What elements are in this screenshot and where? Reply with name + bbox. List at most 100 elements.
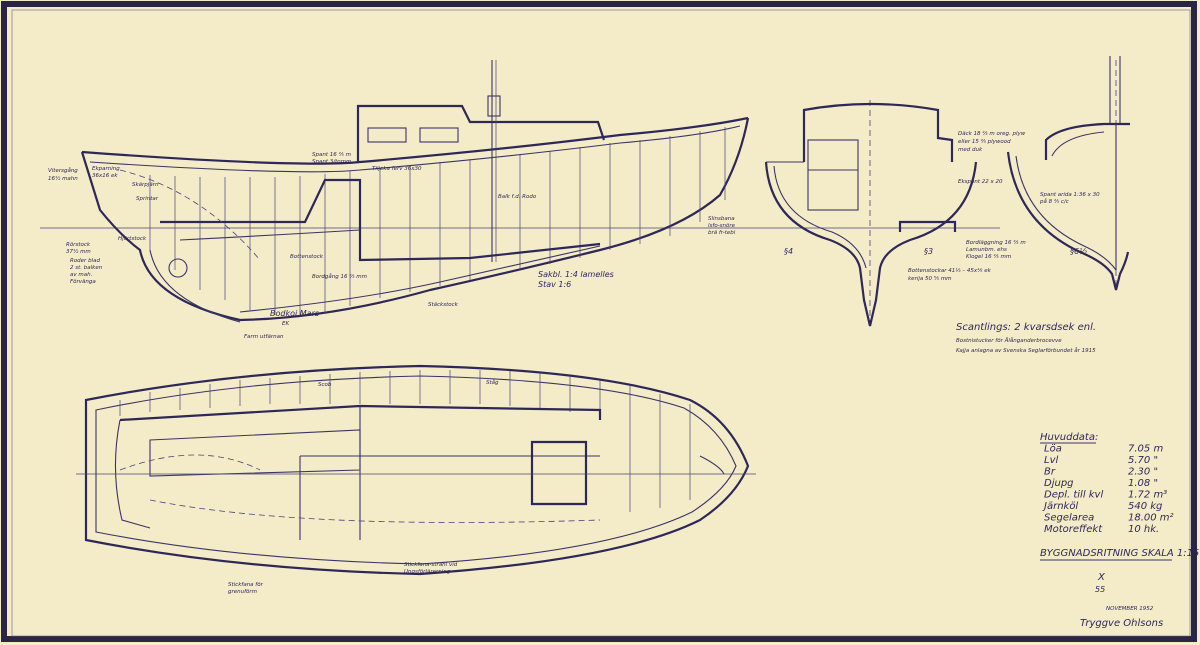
label-ek: EK	[282, 321, 289, 327]
note-dack: Däck 18 ²⁄₅ m oreg. plyw	[958, 130, 1026, 137]
label-tiljeka: Tiljeka ferv 36x30	[372, 166, 422, 172]
label-ekparning: Ekparning	[92, 166, 120, 172]
svg-text:av mah.: av mah.	[70, 272, 93, 278]
plan-cockpit	[119, 404, 602, 422]
profile-hull	[80, 117, 750, 322]
svg-text:med duk: med duk	[958, 147, 983, 153]
scantlings-line-1: Scantlings: 2 kvarsdsek enl.	[956, 322, 1096, 333]
profile-labels: Vitersgång 16½ mahn Ekparning 36x16 ek S…	[48, 151, 736, 340]
plan-labels: Stickfana för grenuförm Stickfana-strahl…	[228, 379, 499, 595]
svg-text:brä fr-tebi: brä fr-tebi	[708, 230, 736, 236]
svg-text:Förvänga: Förvänga	[70, 279, 96, 285]
main-data-label: Segelarea	[1044, 513, 1094, 524]
note-bottenstock-r: Bottenstockar 41⅓ – 45x⁴⁄₅ ek	[908, 267, 992, 274]
main-data-value: 1.72 m³	[1128, 490, 1167, 501]
label-skarpjarn: Skärpjärn	[132, 182, 159, 188]
profile-rudder	[149, 249, 241, 323]
section-4-hull	[764, 161, 978, 327]
profile-cabin-window-1	[367, 127, 407, 143]
svg-text:grenuförm: grenuförm	[228, 589, 257, 595]
section-3-floor	[898, 220, 957, 232]
main-data-value: 7.05 m	[1128, 444, 1163, 455]
title-block: BYGGNADSRITNING SKALA 1:15 X 55 NOVEMBER…	[1040, 548, 1199, 629]
svg-text:eller 15 ²⁄₅ plywood: eller 15 ²⁄₅ plywood	[958, 138, 1011, 145]
label-sakbl: Sakbl. 1:4 lamelles	[538, 270, 614, 279]
main-data-label: Motoreffekt	[1044, 524, 1103, 535]
note-bordlaggning: Bordläggning 16 ²⁄₅ m	[966, 239, 1026, 246]
svg-text:37½ mm: 37½ mm	[66, 248, 91, 255]
label-bodkoj: Bodkoj Mars	[270, 309, 319, 318]
label-farm: Farm utfärnan	[244, 334, 284, 340]
label-bultar: Balk f.d. Rodo	[498, 194, 537, 200]
svg-text:16½ mahn: 16½ mahn	[48, 175, 78, 182]
svg-text:lsfo-snöre: lsfo-snöre	[708, 223, 736, 229]
section-6-hull	[1006, 151, 1130, 291]
section-6-deckhouse	[1044, 122, 1130, 160]
profile-keel	[239, 245, 601, 313]
main-data-heading: Huvuddata:	[1040, 432, 1098, 443]
svg-text:2 st. balken: 2 st. balken	[70, 265, 103, 271]
plan-hull-outline	[84, 364, 750, 576]
section-3-label: §3	[924, 247, 933, 256]
plan-frames	[119, 370, 691, 512]
main-data-label: Järnköl	[1042, 501, 1078, 512]
note-ekspont: Ekspont 22 x 20	[958, 179, 1003, 185]
label-hjartstock: Hjärtstock	[118, 236, 147, 242]
drawing-mark: X	[1097, 572, 1106, 583]
main-data-label: Djupg	[1044, 478, 1074, 489]
label-sprintar: Sprintar	[136, 196, 159, 202]
profile-deck-inner	[89, 125, 741, 173]
label-vitersgang: Vitersgång	[48, 167, 78, 174]
svg-text:Spant 3/tomm: Spant 3/tomm	[312, 159, 351, 165]
sheet-inner-frame	[11, 9, 1191, 637]
label-stackstock: Stäckstock	[428, 302, 459, 308]
profile-propeller	[168, 258, 188, 278]
note-spant-r: Spant arida 1:36 x 30	[1040, 192, 1100, 198]
plan-label-b: Stickfana-strahl vid	[404, 562, 458, 568]
section-4-cabin	[802, 102, 954, 162]
drawing-number: 55	[1095, 585, 1105, 594]
svg-text:36x16 ek: 36x16 ek	[92, 173, 118, 179]
main-data-value: 2.30 "	[1128, 467, 1158, 478]
section-3-view: §3	[898, 220, 957, 256]
main-data-label: Lvl	[1044, 455, 1058, 466]
label-bordgang: Bordgång 16 ²⁄₅ mm	[312, 273, 367, 280]
profile-view	[40, 60, 760, 323]
profile-frames	[149, 127, 726, 316]
main-data-value: 10 hk.	[1128, 524, 1159, 535]
section-6-view: §6½	[1006, 56, 1130, 291]
profile-cabin-window-2	[419, 127, 459, 143]
label-rorstock: Rörstock	[66, 242, 91, 248]
svg-text:Klogel 16 ²⁄₅ mm: Klogel 16 ²⁄₅ mm	[966, 253, 1011, 260]
label-spant: Spant 16 ²⁄₅ m	[312, 151, 351, 158]
svg-text:Stav 1:6: Stav 1:6	[538, 280, 571, 289]
label-roderblad: Roder blad	[70, 258, 100, 264]
profile-interior-line	[160, 178, 601, 262]
scantlings-line-2: Bostnistucker för Ålånganderbrocevve	[956, 337, 1062, 344]
scantlings-note: Scantlings: 2 kvarsdsek enl. Bostnistuck…	[956, 322, 1096, 354]
svg-text:på 8 ²⁄₅ c/c: på 8 ²⁄₅ c/c	[1039, 198, 1069, 205]
svg-text:Lamunbm. ehs: Lamunbm. ehs	[966, 247, 1007, 253]
plan-hatch	[530, 440, 588, 506]
profile-cabin	[356, 104, 606, 162]
svg-text:kerija 50 ⁵⁄₅ mm: kerija 50 ⁵⁄₅ mm	[908, 275, 952, 282]
main-data-label: Br	[1044, 467, 1056, 478]
drawing-title: BYGGNADSRITNING SKALA 1:15	[1040, 548, 1199, 559]
plan-label-a: Stickfana för	[228, 582, 264, 588]
section-4-label: §4	[784, 247, 793, 256]
profile-sheer	[81, 116, 749, 165]
label-bottenstock: Bottenstock	[290, 254, 324, 260]
main-data-value: 18.00 m²	[1128, 513, 1174, 524]
designer-signature: Tryggve Ohlsons	[1080, 618, 1163, 629]
plan-view	[76, 364, 756, 576]
main-data-value: 1.08 "	[1128, 478, 1158, 489]
section-6-label: §6½	[1070, 247, 1087, 256]
section-notes: Däck 18 ²⁄₅ m oreg. plyw eller 15 ²⁄₅ pl…	[908, 130, 1100, 282]
section-4-view: §4	[760, 100, 1000, 328]
drawing-date: NOVEMBER 1952	[1106, 606, 1154, 612]
plan-label-c: Scob	[318, 382, 332, 388]
